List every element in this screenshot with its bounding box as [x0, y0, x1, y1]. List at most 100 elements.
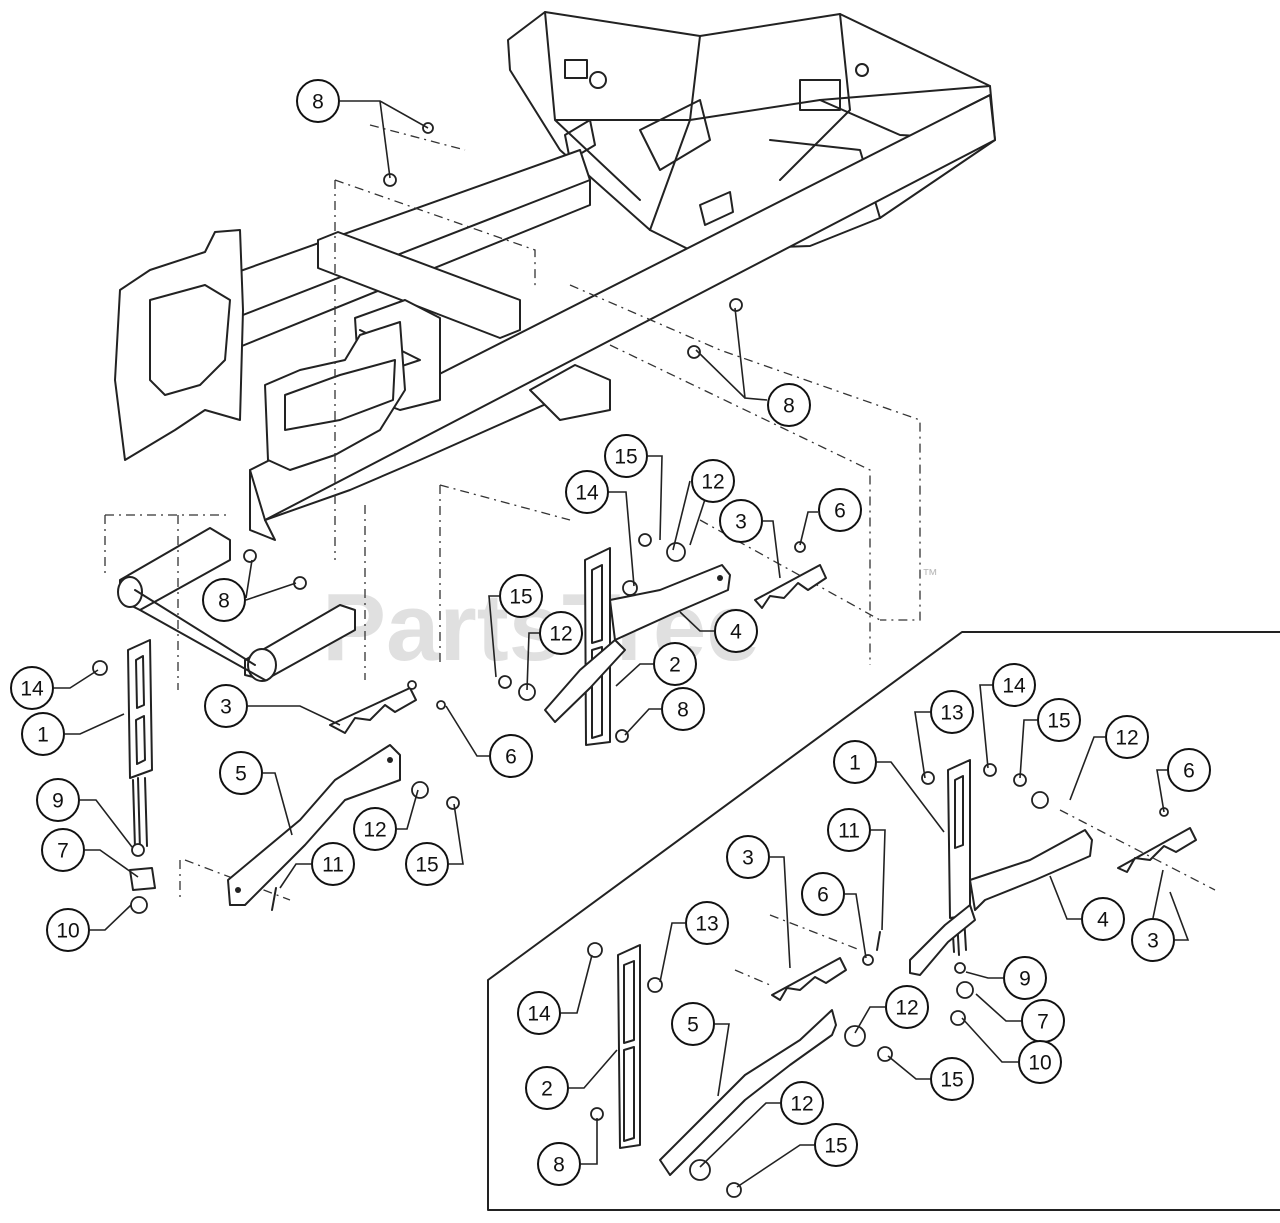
callout-14: 14 [565, 470, 609, 514]
callout-15: 15 [930, 1057, 974, 1101]
callout-8: 8 [661, 687, 705, 731]
callout-circle [202, 578, 246, 622]
callout-15: 15 [405, 842, 449, 886]
callout-1: 1 [21, 712, 65, 756]
callout-14: 14 [517, 991, 561, 1035]
callout-circle [691, 459, 735, 503]
callout-leaders [54, 100, 1190, 1188]
hardware-mid [243, 122, 806, 743]
callout-circle [726, 835, 770, 879]
callout-label: 8 [553, 1154, 565, 1177]
callout-label: 12 [363, 819, 386, 842]
inset-frame [487, 631, 1280, 1211]
callout-label: 3 [220, 696, 232, 719]
callout-circle [489, 734, 533, 778]
callout-14: 14 [992, 663, 1036, 707]
callout-circle [1018, 1040, 1062, 1084]
leader-line [715, 1023, 730, 1097]
leader-line [397, 789, 419, 830]
leader-line [263, 772, 293, 836]
callout-circle [653, 642, 697, 686]
callout-label: 12 [790, 1093, 813, 1116]
callout-label: 12 [895, 997, 918, 1020]
callout-label: 13 [940, 702, 963, 725]
leader-line [608, 491, 635, 587]
leader-line [1069, 736, 1105, 801]
callout-label: 14 [20, 678, 44, 701]
callout-8: 8 [296, 79, 340, 123]
callout-circle [1037, 698, 1081, 742]
callout-label: 14 [1002, 675, 1026, 698]
leader-line [449, 803, 464, 865]
leader-line [85, 849, 139, 878]
callout-15: 15 [604, 434, 648, 478]
callout-circle [353, 807, 397, 851]
callout-2: 2 [525, 1066, 569, 1110]
callout-circle [539, 611, 583, 655]
callout-circle [204, 684, 248, 728]
callout-circle [1105, 715, 1149, 759]
leader-line [699, 1102, 780, 1168]
callout-label: 6 [834, 500, 846, 523]
callout-label: 4 [730, 621, 742, 644]
callout-circle [1003, 956, 1047, 1000]
bracket-3-mid [754, 564, 827, 609]
callout-label: 3 [735, 511, 747, 534]
callout-label: 10 [56, 920, 79, 943]
leader-line [90, 904, 132, 931]
callout-label: 14 [575, 482, 599, 505]
callout-3: 3 [719, 499, 763, 543]
callout-circle [671, 1002, 715, 1046]
leader-line [695, 349, 746, 399]
callout-6: 6 [1167, 748, 1211, 792]
leader-line [770, 856, 791, 969]
callout-circle [818, 488, 862, 532]
callout-label: 13 [695, 913, 718, 936]
callout-label: 1 [849, 752, 861, 775]
callout-label: 10 [1028, 1052, 1051, 1075]
callout-circle [565, 470, 609, 514]
callout-label: 5 [687, 1014, 699, 1037]
leader-line [581, 1118, 598, 1165]
callout-7: 7 [1021, 999, 1065, 1043]
callout-label: 6 [817, 884, 829, 907]
callout-circle [780, 1081, 824, 1125]
leader-line [877, 761, 945, 833]
callout-circle [1081, 897, 1125, 941]
leader-line [871, 829, 886, 931]
leader-line [1019, 719, 1037, 779]
leader-line [248, 705, 341, 726]
callout-label: 11 [322, 854, 344, 877]
leader-line [245, 582, 297, 601]
callout-14: 14 [10, 666, 54, 710]
callout-label: 8 [218, 590, 230, 613]
callout-circle [885, 985, 929, 1029]
callout-circle [517, 991, 561, 1035]
callout-5: 5 [671, 1002, 715, 1046]
leader-line [679, 611, 714, 632]
left-hardware [92, 660, 156, 914]
callout-8: 8 [767, 383, 811, 427]
bracket-3-upper [329, 680, 446, 734]
callout-5: 5 [219, 751, 263, 795]
callout-7: 7 [41, 828, 85, 872]
callout-3: 3 [204, 684, 248, 728]
callout-circle [719, 499, 763, 543]
leader-line [648, 455, 663, 541]
callout-circle [827, 808, 871, 852]
callout-label: 7 [57, 840, 69, 863]
callout-circle [661, 687, 705, 731]
lift-link-5-upper [227, 744, 460, 911]
leader-line [961, 1017, 1018, 1063]
leader-line [734, 307, 768, 401]
callout-label: 1 [37, 724, 49, 747]
lift-link-4-upper [544, 564, 731, 723]
callout-12: 12 [780, 1081, 824, 1125]
leader-line [659, 922, 685, 983]
leader-line [279, 863, 311, 889]
callout-label: 12 [549, 623, 572, 646]
callout-circle [767, 383, 811, 427]
callout-label: 3 [1147, 930, 1159, 953]
leader-line [854, 1006, 885, 1034]
trademark-symbol: ™ [922, 567, 938, 584]
